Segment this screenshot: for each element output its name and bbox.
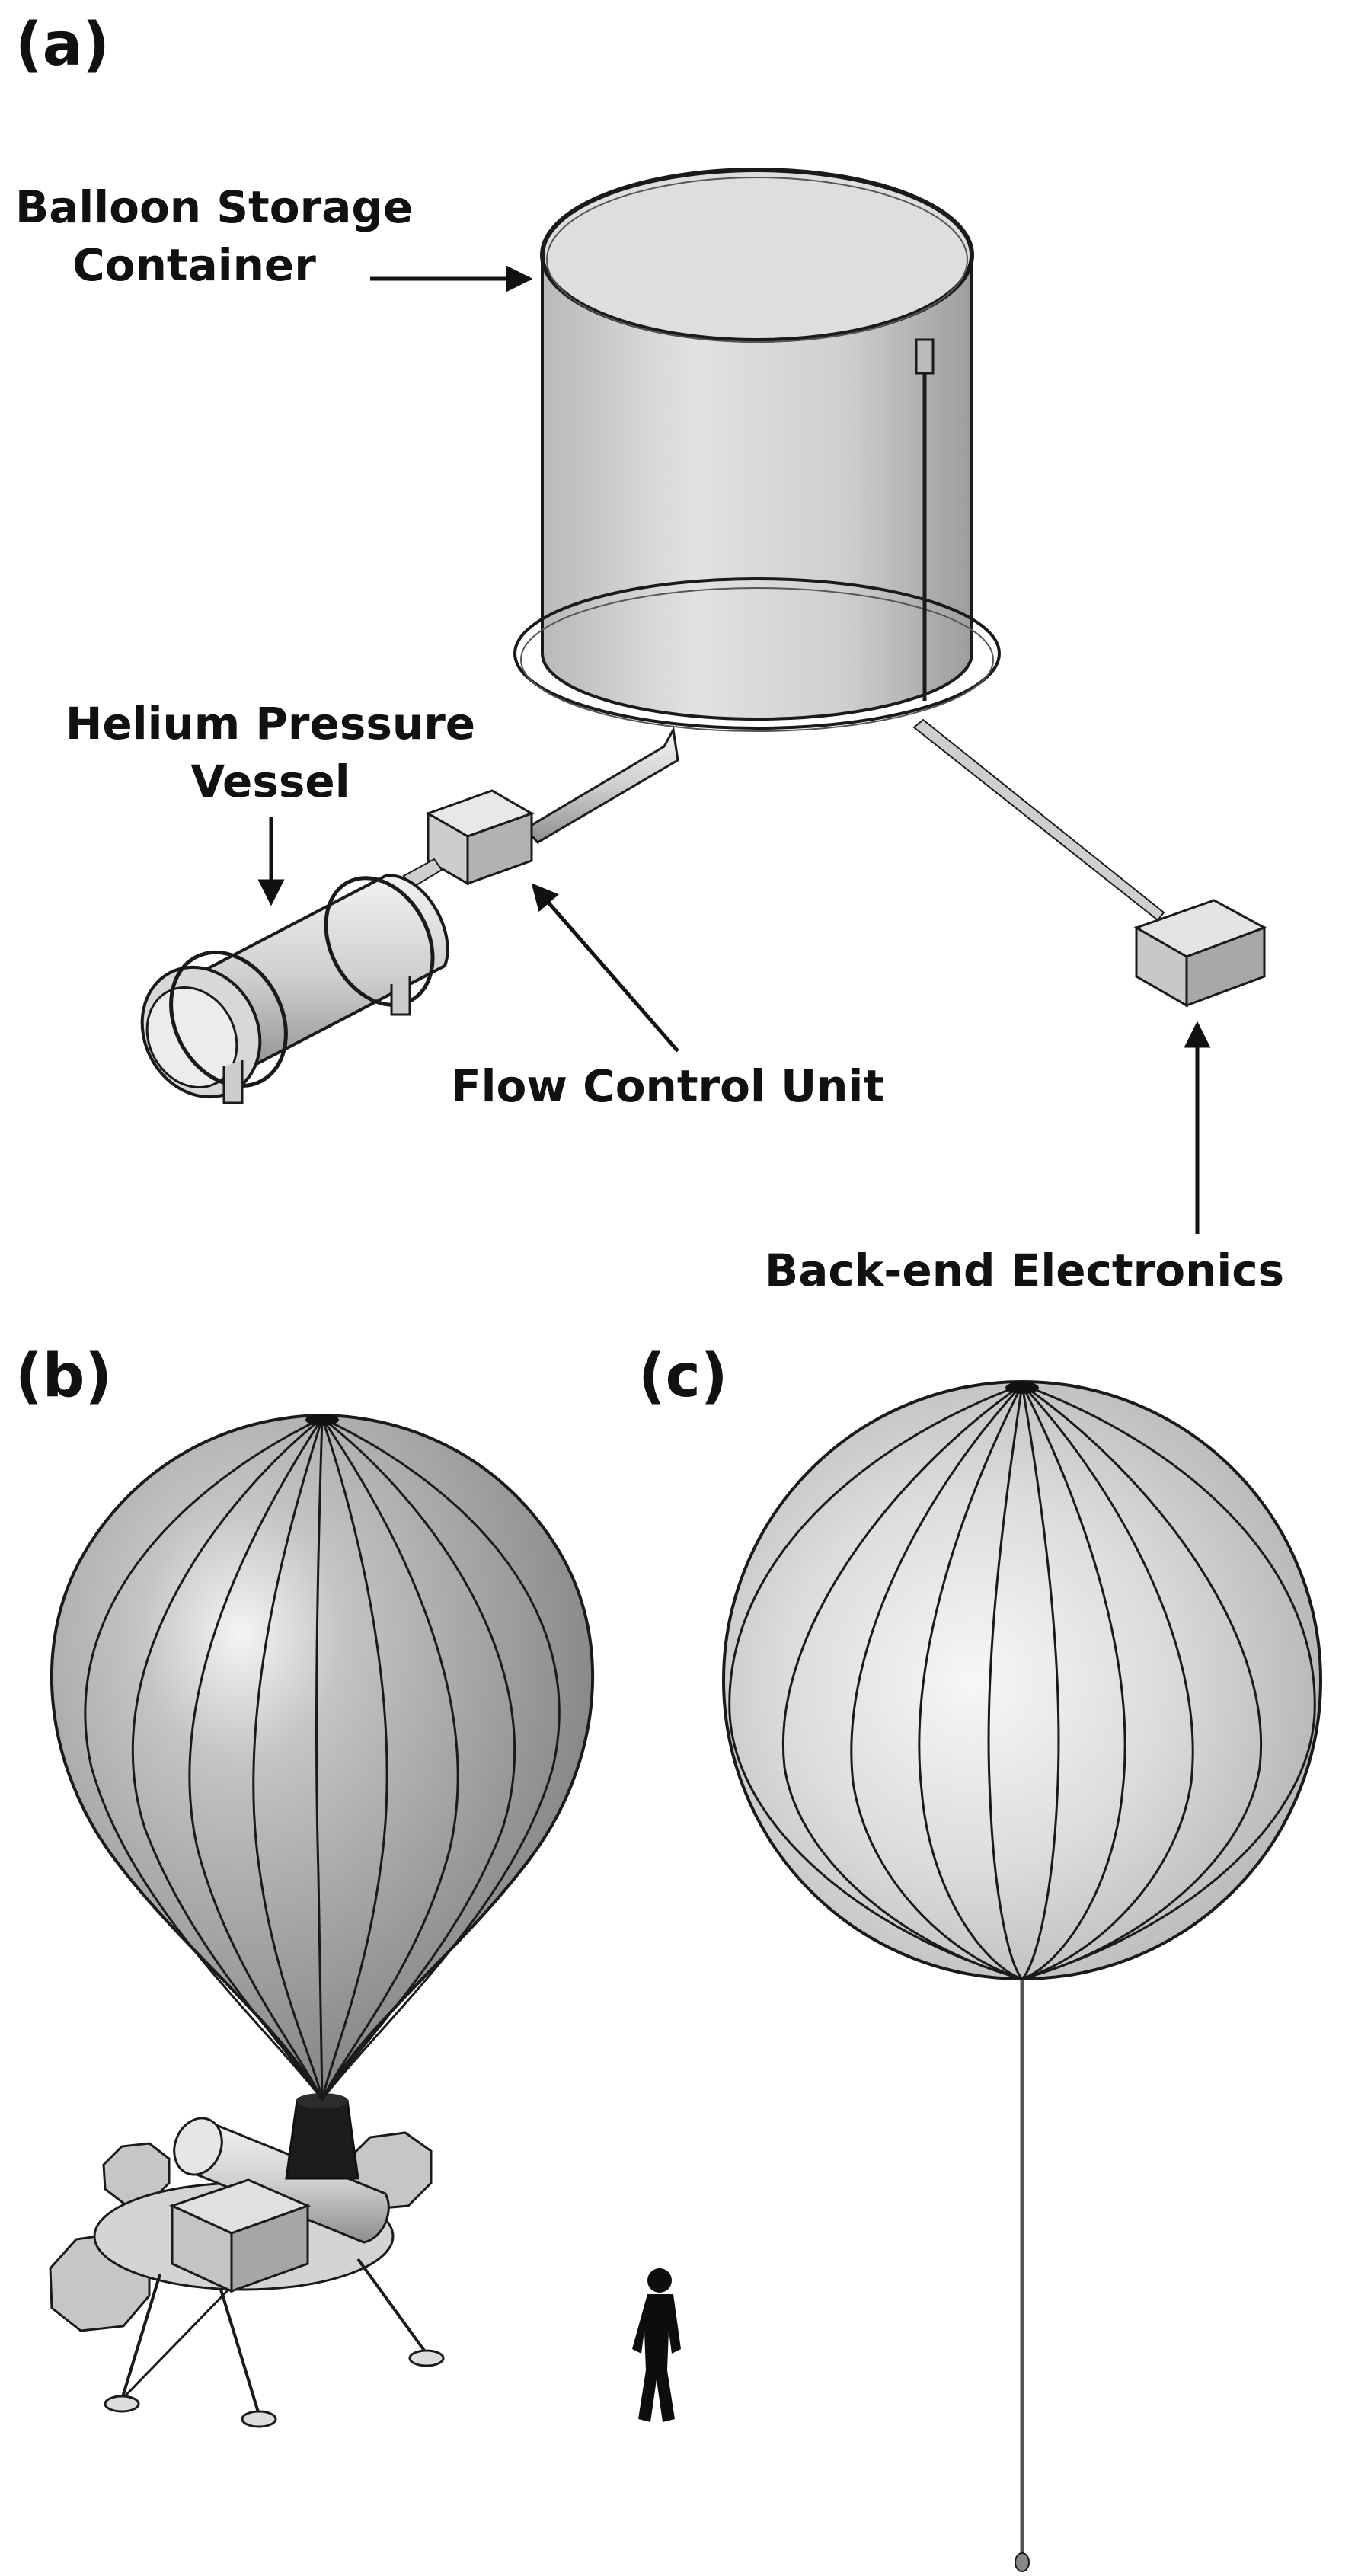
callout-arrows [257, 265, 1211, 1234]
panel-label-a: (a) [15, 11, 110, 79]
back-end-electronics-box [1133, 899, 1267, 1008]
callout-helium-vessel: Helium Pressure Vessel [46, 695, 495, 810]
arrow-flow-control [531, 883, 679, 1053]
callout-flow-control: Flow Control Unit [451, 1060, 885, 1112]
cable-to-backend-electronics [912, 718, 1165, 922]
callout-helium-line2: Vessel [190, 756, 350, 807]
callout-backend: Back-end Electronics [765, 1245, 1285, 1296]
superpressure-balloon [722, 1380, 1322, 2572]
flow-control-unit [425, 789, 535, 886]
panel-label-c: (c) [638, 1342, 728, 1411]
callout-balloon-storage: Balloon Storage Container [15, 178, 414, 294]
gas-line-to-flow-control [523, 726, 679, 844]
callout-balloon-storage-line1: Balloon Storage [15, 181, 414, 233]
human-scale-figure [632, 2268, 681, 2422]
panel-label-b: (b) [15, 1342, 113, 1411]
callout-balloon-storage-line2: Container [72, 239, 316, 291]
balloon-storage-container [513, 168, 1001, 732]
callout-helium-line1: Helium Pressure [65, 698, 476, 749]
lander-with-zero-pressure-balloon [49, 1413, 595, 2428]
helium-pressure-vessel [140, 858, 449, 1104]
